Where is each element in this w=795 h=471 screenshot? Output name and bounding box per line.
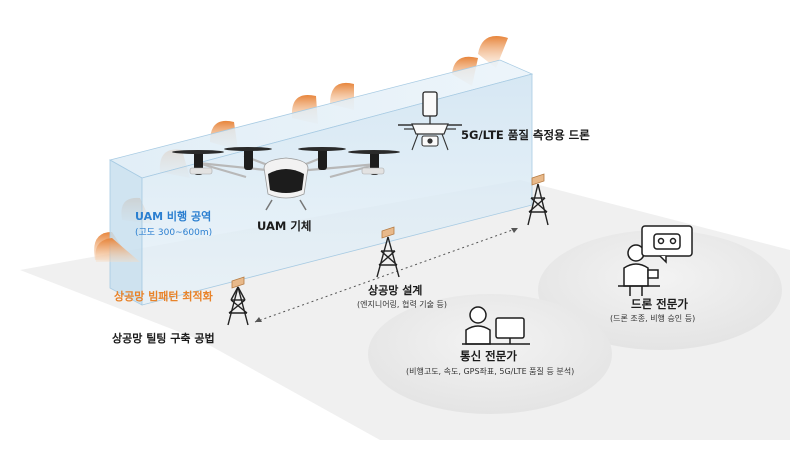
tilting-method-label: 상공망 틸팅 구축 공법 <box>112 332 215 345</box>
drone-expert-circle <box>538 230 782 350</box>
network-design-sub: (엔지니어링, 협력 기술 등) <box>357 300 448 309</box>
beam-cone-front <box>95 238 140 262</box>
comm-expert-sub: (비행고도, 속도, GPS좌표, 5G/LTE 품질 등 분석) <box>406 367 575 376</box>
airspace-altitude-label: (고도 300~600m) <box>135 228 213 238</box>
tower-left <box>227 276 249 326</box>
uam-vehicle-label: UAM 기체 <box>257 219 312 233</box>
comm-expert-circle <box>368 294 612 414</box>
measurement-drone-illustration <box>398 91 462 151</box>
beam-optimization-label: 상공망 빔패턴 최적화 <box>114 290 213 303</box>
tower-middle <box>376 226 400 278</box>
drone-expert-label: 드론 전문가 <box>631 297 688 311</box>
drone-label: 5G/LTE 품질 측정용 드론 <box>461 128 590 142</box>
comm-expert-person <box>462 306 530 345</box>
drone-expert-person <box>618 225 693 296</box>
tower-right <box>527 173 549 226</box>
uam-vehicle-illustration <box>172 147 400 211</box>
comm-expert-label: 통신 전문가 <box>460 349 517 363</box>
drone-expert-sub: (드론 조종, 비행 승인 등) <box>610 314 696 323</box>
network-design-label: 상공망 설계 <box>368 284 423 297</box>
design-link-line <box>254 227 519 323</box>
airspace-title-label: UAM 비행 공역 <box>135 210 212 223</box>
